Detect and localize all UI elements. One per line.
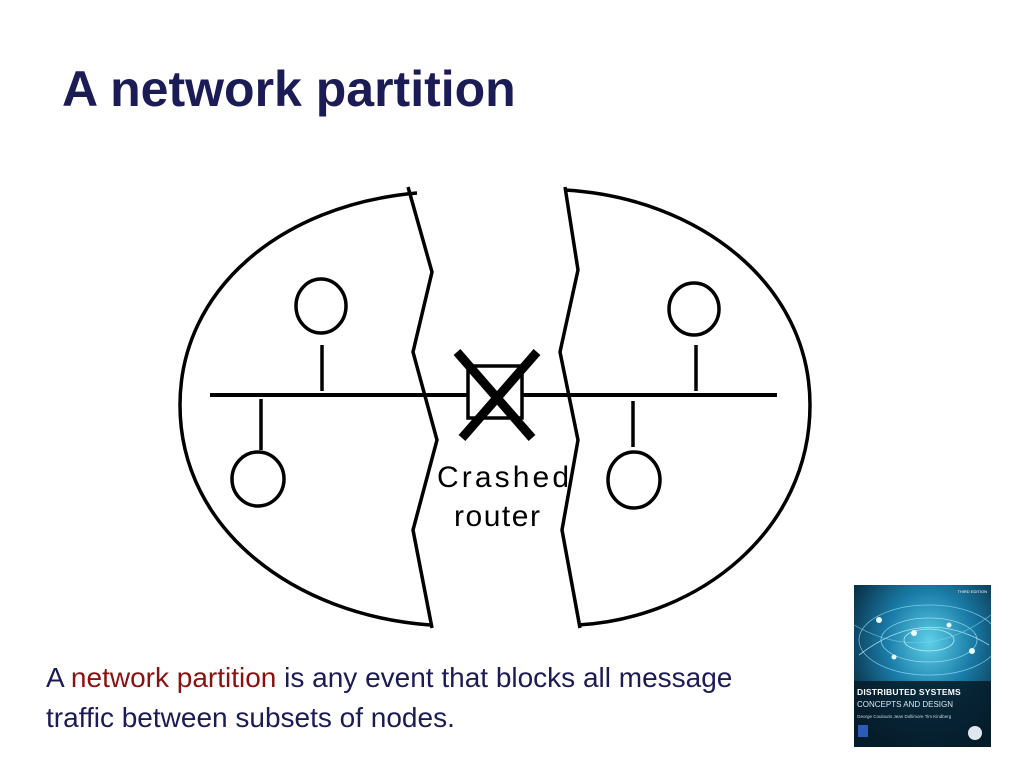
cover-title: DISTRIBUTED SYSTEMS (857, 687, 961, 697)
right-break-line (558, 186, 582, 629)
router-label-line2: router (454, 500, 540, 533)
book-cover-image: THIRD EDITION DISTRIBUTED SYSTEMS CONCEP… (854, 585, 991, 747)
caption-highlight: network partition (70, 662, 277, 693)
right-node-top (667, 281, 721, 337)
caption-suffix: is any event that blocks all message tra… (46, 662, 733, 733)
slide-title: A network partition (62, 61, 516, 117)
network-partition-diagram: Crashed router (178, 186, 812, 629)
router-label-line1: Crashed (437, 461, 569, 494)
cover-subtitle: CONCEPTS AND DESIGN (857, 700, 954, 709)
left-break-line (406, 186, 439, 629)
left-node-top (294, 277, 348, 335)
cover-edition: THIRD EDITION (957, 589, 987, 594)
cover-globe-art (854, 585, 991, 747)
right-node-bottom (606, 450, 662, 510)
caption-prefix: A (46, 662, 71, 693)
cover-authors: George Coulouris Jean Dollimore Tim Kind… (857, 714, 952, 719)
right-partition-boundary (564, 188, 812, 627)
left-partition-boundary (178, 191, 431, 627)
crash-cross-stroke-2 (458, 349, 541, 441)
slide-caption: A network partition is any event that bl… (46, 658, 806, 738)
left-node-bottom (230, 450, 286, 508)
